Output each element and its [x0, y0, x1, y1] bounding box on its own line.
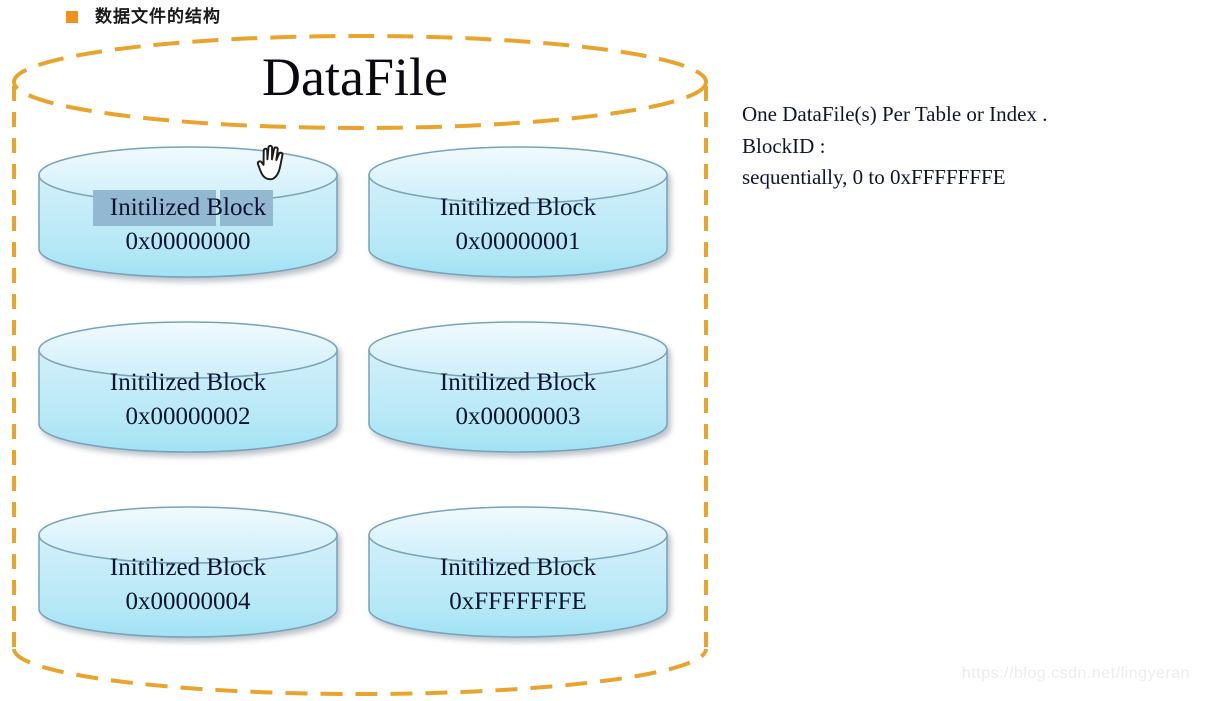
datafile-title: DataFile — [262, 47, 448, 107]
block-id: 0x00000002 — [125, 403, 251, 430]
block-label: Initilized Block — [439, 194, 597, 221]
block-id: 0x00000003 — [455, 403, 581, 430]
block-id: 0x00000004 — [125, 588, 251, 615]
block-label: Initilized Block — [439, 554, 597, 581]
datafile-block: Initilized Block 0xFFFFFFFE — [366, 505, 670, 640]
cylinder-shape-icon — [368, 321, 668, 453]
text-selection-highlight — [93, 190, 216, 226]
cylinder-shape-icon — [38, 321, 338, 453]
side-note-line: sequentially, 0 to 0xFFFFFFFE — [742, 165, 1006, 189]
datafile-block: Initilized Block 0x00000003 — [366, 320, 670, 455]
datafile-block: Initilized Block 0x00000004 — [36, 505, 340, 640]
cylinder-shape-icon — [368, 146, 668, 278]
block-label: Initilized Block — [109, 554, 267, 581]
cylinder-shape-icon — [368, 506, 668, 638]
side-note: One DataFile(s) Per Table or Index . Blo… — [742, 99, 1047, 194]
block-id: 0x00000001 — [455, 228, 581, 255]
block-label: Initilized Block — [109, 369, 267, 396]
side-note-line: BlockID : — [742, 133, 826, 158]
text-selection-highlight — [220, 190, 273, 226]
block-id: 0xFFFFFFFE — [449, 588, 587, 615]
grab-cursor-icon — [256, 144, 284, 181]
datafile-cylinder-outline — [12, 34, 708, 696]
side-note-line: One DataFile(s) Per Table or Index . — [742, 102, 1048, 126]
block-id: 0x00000000 — [125, 228, 251, 255]
cylinder-shape-icon — [38, 506, 338, 638]
watermark: https://blog.csdn.net/lingyeran — [961, 665, 1190, 682]
block-label: Initilized Block — [109, 194, 267, 221]
datafile-block: Initilized Block 0x00000001 — [366, 145, 670, 280]
block-label: Initilized Block — [439, 369, 597, 396]
datafile-block: Initilized Block 0x00000000 — [36, 145, 340, 280]
datafile-block: Initilized Block 0x00000002 — [36, 320, 340, 455]
bullet-icon — [66, 11, 78, 23]
section-title: 数据文件的结构 — [95, 7, 221, 26]
